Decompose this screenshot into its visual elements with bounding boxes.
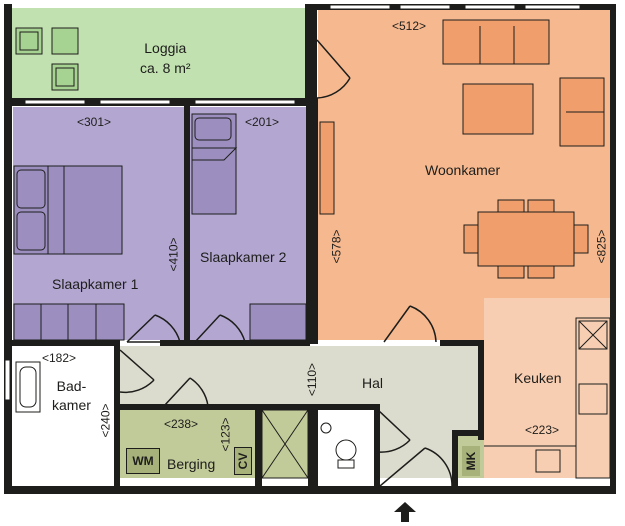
dim-woonkamer-depth: <578> [329,229,344,264]
dim-slaapkamer1-depth: <410> [166,237,181,272]
sofa [442,19,550,65]
dining-table [477,211,575,267]
loggia-label: Loggia ca. 8 m² [140,40,191,76]
berging-label: Berging [167,456,216,472]
bath-fixtures [15,361,357,479]
tv-cabinet [319,121,335,215]
shower-area [261,409,309,479]
entrance-arrow-icon [394,502,416,522]
badkamer-name-line1: Bad- [56,378,87,394]
cv-tag: CV [234,447,252,475]
loggia-name: Loggia [144,40,187,56]
dim-hal-width: <110> [305,362,320,397]
living-furniture [319,19,605,279]
dim-slaapkamer1-width: <301> [77,115,112,129]
kitchen-counter [484,317,611,479]
bathtub [15,361,41,413]
dim-badkamer-depth: <240> [98,403,113,438]
slaapkamer2-label: Slaapkamer 2 [200,249,287,265]
dim-badkamer-width: <182> [42,351,77,365]
loggia-area: ca. 8 m² [140,60,191,76]
wm-tag: WM [126,448,160,474]
dim-keuken-width: <223> [525,423,560,437]
badkamer-name-line2: kamer [52,397,91,413]
hal-label: Hal [362,375,384,391]
sink [320,422,332,434]
slaapkamer1-label: Slaapkamer 1 [52,276,139,292]
windows [4,4,581,401]
keuken-label: Keuken [514,370,562,386]
woonkamer-floor [318,10,612,340]
keuken-floor [484,298,612,478]
mk-tag: MK [462,446,480,476]
doors [119,39,453,487]
wardrobe-1 [13,303,125,341]
dim-woonkamer-width: <512> [392,19,427,33]
woonkamer-label: Woonkamer [425,162,501,178]
coffee-table [462,83,534,135]
loggia-chairs [15,27,79,91]
toilet-floor [318,410,376,478]
dim-woonkamer-right: <825> [594,229,609,264]
dim-berging-depth: <123> [218,417,233,452]
dim-slaapkamer2-width: <201> [245,115,280,129]
wardrobe-2 [249,303,307,341]
dim-berging-width: <238> [164,417,199,431]
badkamer-label: Bad- kamer [52,378,91,413]
bedroom-furniture [13,113,307,341]
